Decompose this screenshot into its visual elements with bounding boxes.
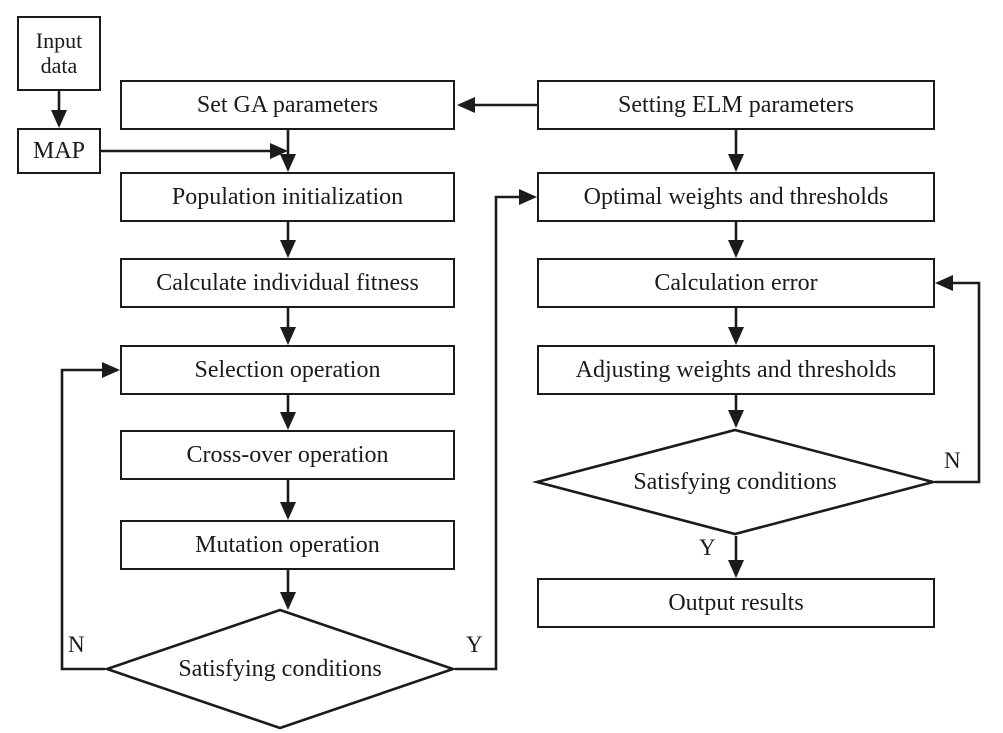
node-selection-operation[interactable]: Selection operation	[120, 345, 455, 395]
node-population-initialization[interactable]: Population initialization	[120, 172, 455, 222]
node-output-results[interactable]: Output results	[537, 578, 935, 628]
edge-elm-no-feedback	[935, 281, 981, 484]
node-optimal-weights-thresholds[interactable]: Optimal weights and thresholds	[537, 172, 935, 222]
arrowhead-fitness-to-selection	[280, 327, 296, 345]
edge-ga-no-feedback	[60, 368, 107, 671]
arrowhead-mutation-to-ga-decision	[280, 592, 296, 610]
node-setting-elm-parameters-label: Setting ELM parameters	[618, 91, 854, 118]
arrowhead-ga-no-feedback	[102, 362, 120, 378]
node-adjusting-weights-thresholds-label: Adjusting weights and thresholds	[575, 356, 897, 383]
node-crossover-operation-label: Cross-over operation	[186, 441, 389, 468]
node-output-results-label: Output results	[668, 589, 804, 616]
node-ga-satisfying-conditions[interactable]: Satisfying conditions	[102, 608, 458, 730]
arrowhead-ga-yes-to-optimal	[519, 189, 537, 205]
node-set-ga-parameters[interactable]: Set GA parameters	[120, 80, 455, 130]
node-calculate-individual-fitness[interactable]: Calculate individual fitness	[120, 258, 455, 308]
arrowhead-map-to-spine	[270, 143, 288, 159]
arrowhead-selection-to-crossover	[280, 412, 296, 430]
node-calculation-error-label: Calculation error	[654, 269, 818, 296]
node-population-initialization-label: Population initialization	[171, 183, 404, 210]
arrowhead-input-to-map	[51, 110, 67, 128]
ga-diamond-shape	[102, 608, 458, 730]
arrowhead-population-to-fitness	[280, 240, 296, 258]
edge-label-elm-branch-no: N	[944, 448, 961, 473]
arrowhead-elm-yes-to-output	[728, 560, 744, 578]
arrowhead-elm-to-optimal	[728, 154, 744, 172]
arrowhead-elm-to-ga	[457, 97, 475, 113]
node-optimal-weights-thresholds-label: Optimal weights and thresholds	[583, 183, 889, 210]
node-calculation-error[interactable]: Calculation error	[537, 258, 935, 308]
node-input-data[interactable]: Input data	[17, 16, 101, 91]
node-selection-operation-label: Selection operation	[194, 356, 381, 383]
edge-label-elm-branch-yes: Y	[699, 535, 716, 560]
arrowhead-adjusting-to-elm-decision	[728, 410, 744, 428]
arrowhead-crossover-to-mutation	[280, 502, 296, 520]
edge-label-ga-branch-yes: Y	[466, 632, 483, 657]
node-mutation-operation-label: Mutation operation	[195, 531, 380, 558]
arrowhead-elm-no-feedback	[935, 275, 953, 291]
node-adjusting-weights-thresholds[interactable]: Adjusting weights and thresholds	[537, 345, 935, 395]
node-calculate-individual-fitness-label: Calculate individual fitness	[156, 269, 419, 296]
arrowhead-optimal-to-error	[728, 240, 744, 258]
elm-diamond-shape	[531, 428, 939, 536]
node-mutation-operation[interactable]: Mutation operation	[120, 520, 455, 570]
node-crossover-operation[interactable]: Cross-over operation	[120, 430, 455, 480]
arrowhead-error-to-adjusting	[728, 327, 744, 345]
node-map[interactable]: MAP	[17, 128, 101, 174]
node-setting-elm-parameters[interactable]: Setting ELM parameters	[537, 80, 935, 130]
edge-label-ga-branch-no: N	[68, 632, 85, 657]
node-elm-satisfying-conditions[interactable]: Satisfying conditions	[531, 428, 939, 536]
arrowhead-ga-to-population	[280, 154, 296, 172]
edge-ga-yes-to-optimal	[455, 195, 524, 671]
node-map-label: MAP	[32, 137, 86, 164]
node-input-data-label: Input data	[35, 27, 83, 78]
node-set-ga-parameters-label: Set GA parameters	[196, 91, 379, 118]
